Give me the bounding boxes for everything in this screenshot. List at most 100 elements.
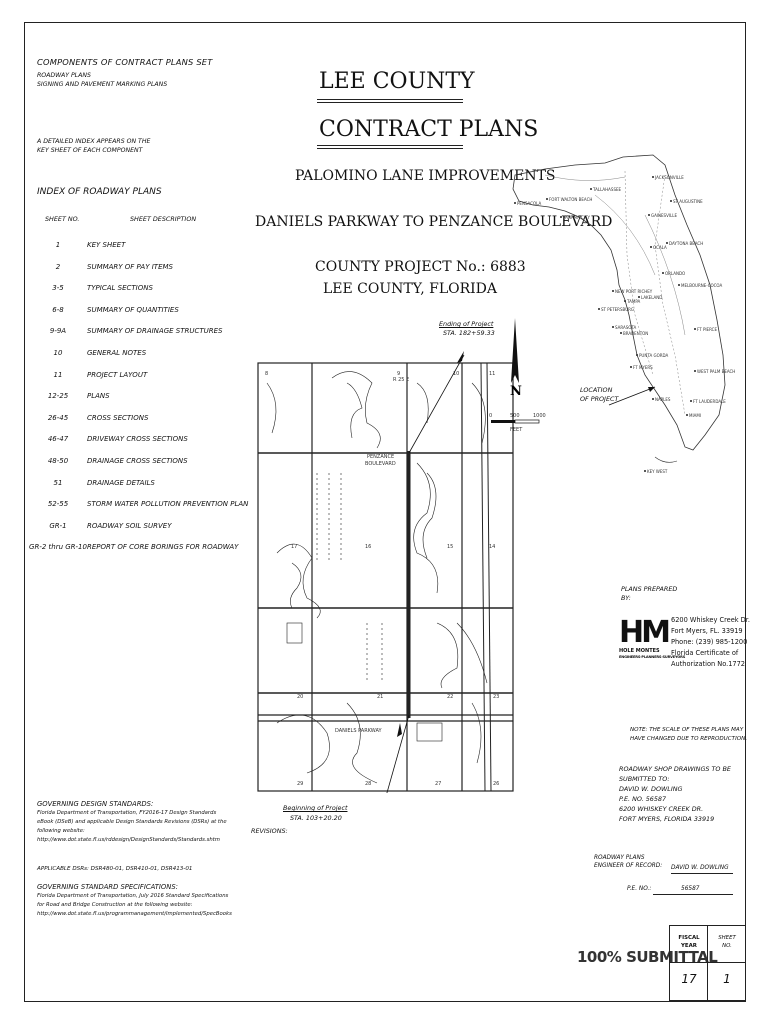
city-label: PANAMA CITY (563, 215, 590, 220)
city-label: FT PIERCE (697, 327, 717, 332)
plan-sheet: COMPONENTS OF CONTRACT PLANS SET ROADWAY… (24, 22, 750, 1002)
city-label: ORLANDO (665, 271, 685, 276)
section-number: 15 (447, 544, 453, 550)
prepared-by-label: PLANS PREPARED BY: (621, 585, 677, 603)
index-sheet-desc: ROADWAY SOIL SURVEY (87, 521, 172, 530)
index-sheet-desc: DRAINAGE DETAILS (87, 478, 155, 487)
beginning-label: Beginning of Project (283, 804, 348, 812)
section-number: 9 (397, 371, 400, 377)
location-line: LOCATION (580, 386, 613, 394)
address-line: Phone: (239) 985-1200 (671, 638, 748, 646)
end-arrow (457, 351, 464, 363)
shop-line: ROADWAY SHOP DRAWINGS TO BE (619, 765, 731, 773)
section-number: 17 (291, 544, 297, 550)
index-sheet-desc: PROJECT LAYOUT (87, 370, 148, 379)
beginning-sta: STA. 103+20.20 (290, 814, 342, 822)
title-block: FISCAL YEAR SHEET NO. 17 1 (669, 925, 746, 1001)
title-rule (317, 99, 463, 101)
submittal-stamp: 100% SUBMITTAL (577, 948, 718, 966)
shop-line: SUBMITTED TO: (619, 775, 670, 783)
fiscal-year-label: FISCAL YEAR (674, 934, 704, 950)
key-sheet-note: A DETAILED INDEX APPEARS ON THE KEY SHEE… (37, 137, 150, 155)
logo-sub: ENGINEERS·PLANNERS·SURVEYORS (619, 655, 686, 659)
spec-title: GOVERNING STANDARD SPECIFICATIONS: (37, 883, 178, 891)
city-label: FT LAUDERDALE (693, 399, 726, 404)
scale-label: 500 (510, 413, 520, 419)
city-label: GAINESVILLE (651, 213, 677, 218)
project-location: LEE COUNTY, FLORIDA (323, 281, 497, 297)
city-label: NEW PORT RICHEY (615, 289, 653, 294)
city-dot (560, 216, 562, 218)
begin-arrow (397, 723, 402, 737)
index-sheet-desc: STORM WATER POLLUTION PREVENTION PLAN (87, 500, 249, 509)
index-sheet-desc: DRIVEWAY CROSS SECTIONS (87, 435, 188, 444)
city-dot (620, 332, 622, 334)
logo-name: HOLE MONTES (619, 648, 660, 654)
city-label: TALLAHASSEE (592, 187, 622, 192)
city-label: PUNTA GORDA (639, 353, 669, 358)
index-sheet-desc: SUMMARY OF DRAINAGE STRUCTURES (87, 327, 223, 336)
city-label: MELBOURNE-COCOA (681, 283, 723, 288)
city-dot (670, 200, 672, 202)
design-standards-line: Florida Department of Transportation, FY… (37, 810, 217, 816)
city-label: DAYTONA BEACH (669, 241, 703, 246)
range-label: R 25 E (393, 377, 409, 383)
map-frame (257, 362, 514, 792)
city-dot (638, 296, 640, 298)
section-number: 11 (489, 371, 495, 377)
index-sheet-no: 9-9A (49, 327, 67, 336)
component-item: SIGNING AND PAVEMENT MARKING PLANS (37, 81, 168, 88)
title-rule (317, 102, 463, 104)
ending-sta: STA. 182+59.33 (443, 329, 495, 337)
city-dot (630, 366, 632, 368)
index-sheet-no: 3-5 (52, 284, 64, 293)
index-col-sheet: SHEET NO. (45, 215, 80, 223)
pe-label: P.E. NO.: (627, 886, 652, 892)
city-label: FT MYERS (633, 365, 653, 370)
sheet-no-value: 1 (723, 972, 731, 986)
eor-line: ROADWAY PLANS (594, 855, 645, 861)
city-label: OCALA (653, 245, 667, 250)
city-dot (590, 188, 592, 190)
county-project-no: COUNTY PROJECT No.: 6883 (315, 259, 526, 275)
index-sheet-no: 1 (55, 241, 61, 249)
eor-name: DAVID W. DOWLING (671, 864, 733, 874)
index-sheet-no: GR-1 (49, 521, 67, 530)
index-sheet-desc: REPORT OF CORE BORINGS FOR ROADWAY (87, 543, 239, 552)
city-dot (694, 328, 696, 330)
city-label: FORT WALTON BEACH (549, 197, 592, 202)
prepared-line: BY: (621, 594, 631, 602)
component-item: ROADWAY PLANS (37, 72, 91, 79)
daniels-label: DANIELS PARKWAY (335, 728, 382, 734)
shop-line: 6200 WHISKEY CREEK DR. (619, 805, 704, 813)
city-dot (662, 272, 664, 274)
section-number: 14 (489, 544, 495, 550)
spec-line: http://www.dot.state.fl.us/programmanage… (37, 911, 232, 917)
city-dot (678, 284, 680, 286)
index-sheet-no: 6-8 (52, 305, 64, 314)
index-sheet-no: 2 (55, 262, 61, 271)
index-sheet-no: 12-25 (47, 392, 69, 401)
shop-drawings-note: ROADWAY SHOP DRAWINGS TO BE SUBMITTED TO… (619, 764, 731, 824)
ending-label: Ending of Project (439, 320, 494, 328)
sheet-no-label: SHEET NO. (712, 934, 742, 950)
logo-mark: HM (619, 615, 671, 650)
scale-note-line: HAVE CHANGED DUE TO REPRODUCTION. (630, 736, 748, 742)
project-name: PALOMINO LANE IMPROVEMENTS (295, 168, 556, 184)
index-sheet-desc: PLANS (87, 392, 110, 401)
section-number: 10 (453, 371, 459, 377)
firm-address: 6200 Whiskey Creek Dr. Fort Myers, FL. 3… (671, 615, 750, 670)
city-label: SARASOTA (615, 325, 637, 330)
city-dot (666, 242, 668, 244)
north-arrow-icon: N 0 500 1000 FEET (489, 318, 546, 433)
city-dot (652, 398, 654, 400)
index-sheet-no: 52-55 (47, 500, 69, 509)
location-label: LOCATION OF PROJECT (580, 386, 618, 404)
index-sheet-desc: CROSS SECTIONS (87, 413, 149, 422)
